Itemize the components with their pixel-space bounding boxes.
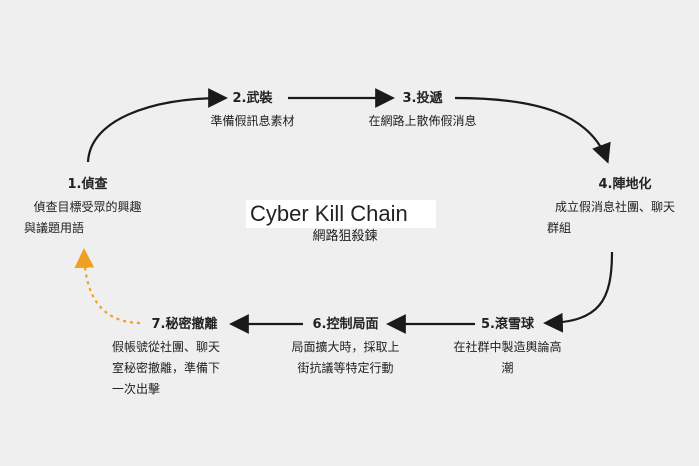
step-4-desc: 成立假消息社團、聊天 群組 bbox=[540, 197, 690, 239]
step-7-withdraw: 7.秘密撤離 假帳號從社團、聊天 室秘密撤離，準備下 一次出擊 bbox=[112, 316, 257, 400]
step-4-entrench: 4.陣地化 成立假消息社團、聊天 群組 bbox=[540, 176, 690, 239]
step-3-desc-line: 在網路上散佈假消息 bbox=[368, 114, 477, 128]
diagram-subtitle: 網路狙殺鍊 bbox=[312, 229, 378, 244]
step-4-desc-line: 群組 bbox=[547, 221, 572, 235]
step-6-desc-line: 街抗議等特定行動 bbox=[297, 361, 394, 375]
step-3-desc: 在網路上散佈假消息 bbox=[350, 111, 495, 132]
step-1-desc-line: 偵查目標受眾的興趣 bbox=[33, 200, 142, 214]
step-2-weaponize: 2.武裝 準備假訊息素材 bbox=[190, 90, 315, 132]
step-4-title: 4.陣地化 bbox=[598, 177, 652, 192]
step-1-desc-line: 與議題用語 bbox=[24, 221, 85, 235]
step-5-desc-line: 潮 bbox=[501, 361, 514, 375]
diagram-title: Cyber Kill Chain bbox=[246, 200, 436, 228]
step-5-desc: 在社群中製造輿論高 潮 bbox=[440, 337, 575, 379]
arrow-7-to-1-dashed bbox=[74, 248, 141, 325]
step-7-title: 7.秘密撤離 bbox=[151, 317, 218, 332]
step-5-title: 5.滾雪球 bbox=[481, 317, 534, 332]
step-6-desc-line: 局面擴大時，採取上 bbox=[291, 340, 400, 354]
step-7-desc-line: 室秘密撤離，準備下 bbox=[112, 361, 221, 375]
step-4-desc-line: 成立假消息社團、聊天 bbox=[554, 200, 675, 214]
arrow-3-to-4 bbox=[454, 96, 611, 164]
step-3-title: 3.投遞 bbox=[402, 91, 443, 106]
step-6-control: 6.控制局面 局面擴大時，採取上 街抗議等特定行動 bbox=[278, 316, 413, 379]
step-1-title: 1.偵查 bbox=[67, 177, 108, 192]
step-7-desc-line: 一次出擊 bbox=[112, 382, 161, 396]
step-5-snowball: 5.滾雪球 在社群中製造輿論高 潮 bbox=[440, 316, 575, 379]
step-1-recon: 1.偵查 偵查目標受眾的興趣 與議題用語 bbox=[10, 176, 165, 239]
step-7-desc: 假帳號從社團、聊天 室秘密撤離，準備下 一次出擊 bbox=[112, 337, 257, 400]
step-5-desc-line: 在社群中製造輿論高 bbox=[453, 340, 562, 354]
step-6-title: 6.控制局面 bbox=[312, 317, 379, 332]
step-2-desc-line: 準備假訊息素材 bbox=[210, 114, 295, 128]
arrow-1-to-2 bbox=[86, 88, 228, 163]
arrow-4-to-5 bbox=[543, 251, 614, 333]
step-3-deliver: 3.投遞 在網路上散佈假消息 bbox=[350, 90, 495, 132]
step-1-desc: 偵查目標受眾的興趣 與議題用語 bbox=[10, 197, 165, 239]
step-6-desc: 局面擴大時，採取上 街抗議等特定行動 bbox=[278, 337, 413, 379]
step-7-desc-line: 假帳號從社團、聊天 bbox=[112, 340, 221, 354]
step-2-title: 2.武裝 bbox=[232, 91, 273, 106]
step-2-desc: 準備假訊息素材 bbox=[190, 111, 315, 132]
